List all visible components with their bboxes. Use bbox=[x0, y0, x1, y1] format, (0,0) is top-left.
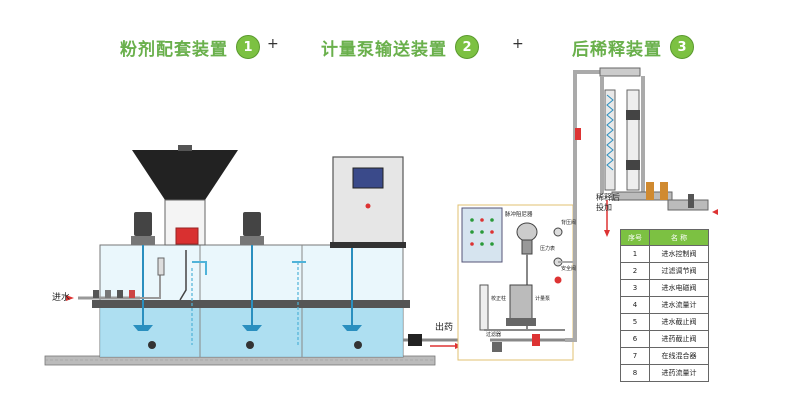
plus-sign-2: + bbox=[512, 36, 524, 52]
pump-control-box bbox=[461, 207, 503, 263]
label-outlet-chem: 出药 bbox=[435, 321, 453, 333]
chem-flowmeter-tube bbox=[604, 89, 616, 191]
legend-header-row: 序号 名 称 bbox=[620, 229, 709, 246]
step-1-badge: 1 bbox=[236, 35, 260, 59]
label-dilute-2: 投加 bbox=[596, 202, 612, 212]
label-calibration: 校正柱 bbox=[491, 295, 506, 302]
legend-num: 7 bbox=[620, 347, 650, 365]
label-pressure-gauge: 压力表 bbox=[540, 245, 555, 252]
pump-control-lights bbox=[470, 218, 494, 246]
calibration-column bbox=[479, 284, 489, 331]
plus-sign-1: + bbox=[267, 36, 279, 52]
cabinet-indicator bbox=[365, 203, 371, 209]
legend-item: 进药截止阀 bbox=[649, 330, 709, 348]
water-flowmeter bbox=[626, 89, 640, 191]
step-1-header: 粉剂配套装置 1 bbox=[120, 32, 260, 62]
inlet-arrow-right bbox=[712, 209, 718, 215]
step-2-title: 计量泵输送装置 bbox=[321, 39, 447, 60]
inlet-arrow bbox=[66, 295, 74, 301]
legend-header-num: 序号 bbox=[620, 229, 650, 246]
label-safety-valve: 安全阀 bbox=[561, 265, 576, 272]
inline-mixer bbox=[646, 182, 654, 200]
riser-pipe bbox=[565, 70, 600, 342]
chem-inlet-valve bbox=[575, 128, 581, 140]
legend-item: 进水流量计 bbox=[649, 296, 709, 314]
label-strainer: 过滤器 bbox=[486, 331, 501, 338]
metering-pump bbox=[509, 284, 533, 321]
legend-item: 在线混合器 bbox=[649, 347, 709, 365]
cabinet-screen bbox=[352, 167, 384, 189]
agitator-2 bbox=[240, 212, 264, 331]
label-pulse-damper: 脉冲阻尼器 bbox=[505, 210, 533, 218]
drain-valves bbox=[148, 341, 362, 349]
label-metering-pump: 计量泵 bbox=[535, 295, 550, 302]
legend-num: 5 bbox=[620, 313, 650, 331]
step-2-header: 计量泵输送装置 2 bbox=[321, 32, 479, 62]
label-inlet-water: 进水 bbox=[52, 291, 70, 303]
legend-item: 过滤调节阀 bbox=[649, 262, 709, 280]
step-3-header: 后稀释装置 3 bbox=[572, 32, 694, 62]
outlet-valve bbox=[408, 334, 422, 346]
agitator-3 bbox=[342, 245, 362, 331]
dilution-unit bbox=[575, 67, 718, 215]
inlet-valve-right bbox=[688, 194, 694, 208]
legend-item: 进水电磁阀 bbox=[649, 279, 709, 297]
legend-num: 8 bbox=[620, 364, 650, 382]
step-1-title: 粉剂配套装置 bbox=[120, 39, 228, 60]
feeder-motor bbox=[175, 227, 199, 245]
legend-num: 6 bbox=[620, 330, 650, 348]
inlet-valves bbox=[93, 290, 135, 298]
legend-item: 进水截止阀 bbox=[649, 313, 709, 331]
legend-num: 4 bbox=[620, 296, 650, 314]
legend-header-name: 名 称 bbox=[649, 229, 709, 246]
pulse-damper bbox=[516, 222, 538, 242]
back-pressure-valve-icon bbox=[553, 227, 563, 237]
safety-valve-icon bbox=[554, 276, 562, 284]
agitator-1 bbox=[131, 212, 155, 331]
legend-num: 1 bbox=[620, 245, 650, 263]
step-3-title: 后稀释装置 bbox=[572, 39, 662, 60]
step-2-badge: 2 bbox=[455, 35, 479, 59]
label-dilute-1: 稀释后 bbox=[596, 192, 620, 202]
legend-num: 2 bbox=[620, 262, 650, 280]
legend-num: 3 bbox=[620, 279, 650, 297]
dosing-arrow bbox=[604, 230, 610, 237]
label-back-pressure: 背压阀 bbox=[561, 219, 576, 226]
legend-item: 进水控制阀 bbox=[649, 245, 709, 263]
step-3-badge: 3 bbox=[670, 35, 694, 59]
legend-item: 进药流量计 bbox=[649, 364, 709, 382]
strainer bbox=[492, 342, 502, 352]
powder-hopper bbox=[132, 150, 238, 200]
